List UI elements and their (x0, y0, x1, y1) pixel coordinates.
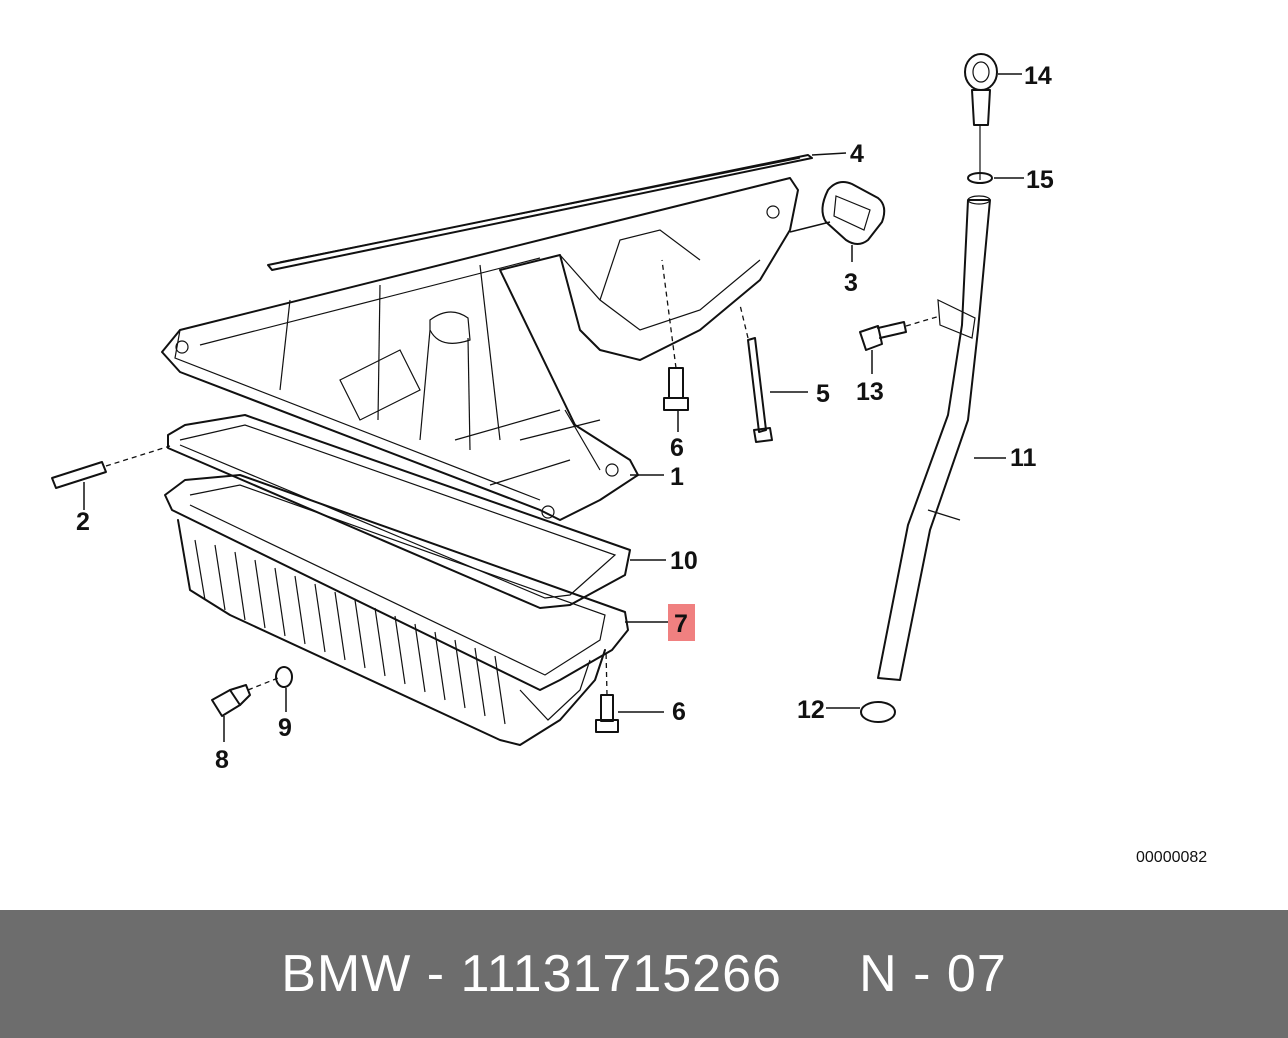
dipstick-tube-part (877, 195, 1006, 681)
oil-pan-upper-housing (161, 177, 799, 521)
bolt-part-upper (661, 259, 689, 432)
bolt-13-part (859, 315, 941, 374)
part-number-footer: BMW - 11131715266 N - 07 (0, 910, 1288, 1038)
washer-part (275, 666, 293, 712)
callout-8: 8 (215, 746, 229, 774)
dipstick-handle-part (964, 53, 1022, 180)
grommet-part (821, 181, 886, 245)
callout-13: 13 (856, 378, 884, 406)
diagram-id: 00000082 (1136, 849, 1207, 866)
gasket-strip-part (267, 154, 813, 271)
long-bolt-part (739, 304, 808, 443)
callout-9: 9 (278, 714, 292, 742)
callout-6-upper: 6 (670, 434, 684, 462)
leader-lines (625, 152, 853, 623)
lower-oil-pan-part (164, 474, 629, 746)
callout-5: 5 (816, 380, 830, 408)
pan-gasket-part (167, 414, 631, 609)
parts-diagram: 1 2 3 4 5 6 6 7 8 9 10 11 12 13 14 15 00… (51, 53, 1207, 866)
callout-7: 7 (674, 610, 688, 638)
callout-14: 14 (1024, 62, 1052, 90)
seal-ring-12-part (826, 701, 896, 723)
callout-2: 2 (76, 508, 90, 536)
drain-plug-part (211, 677, 279, 742)
callout-10: 10 (670, 547, 698, 575)
highlighted-callout-box (668, 604, 695, 641)
o-ring-15-part (967, 172, 1024, 184)
callout-3: 3 (844, 269, 858, 297)
callout-11: 11 (1010, 444, 1037, 472)
callout-4: 4 (850, 140, 864, 168)
callout-15: 15 (1026, 166, 1054, 194)
callout-12: 12 (797, 696, 825, 724)
stud-part (51, 445, 171, 510)
bolt-part-lower (595, 649, 664, 733)
callout-1: 1 (670, 463, 684, 491)
part-number-text: BMW - 11131715266 N - 07 (281, 945, 1007, 1003)
callout-6-lower: 6 (672, 698, 686, 726)
